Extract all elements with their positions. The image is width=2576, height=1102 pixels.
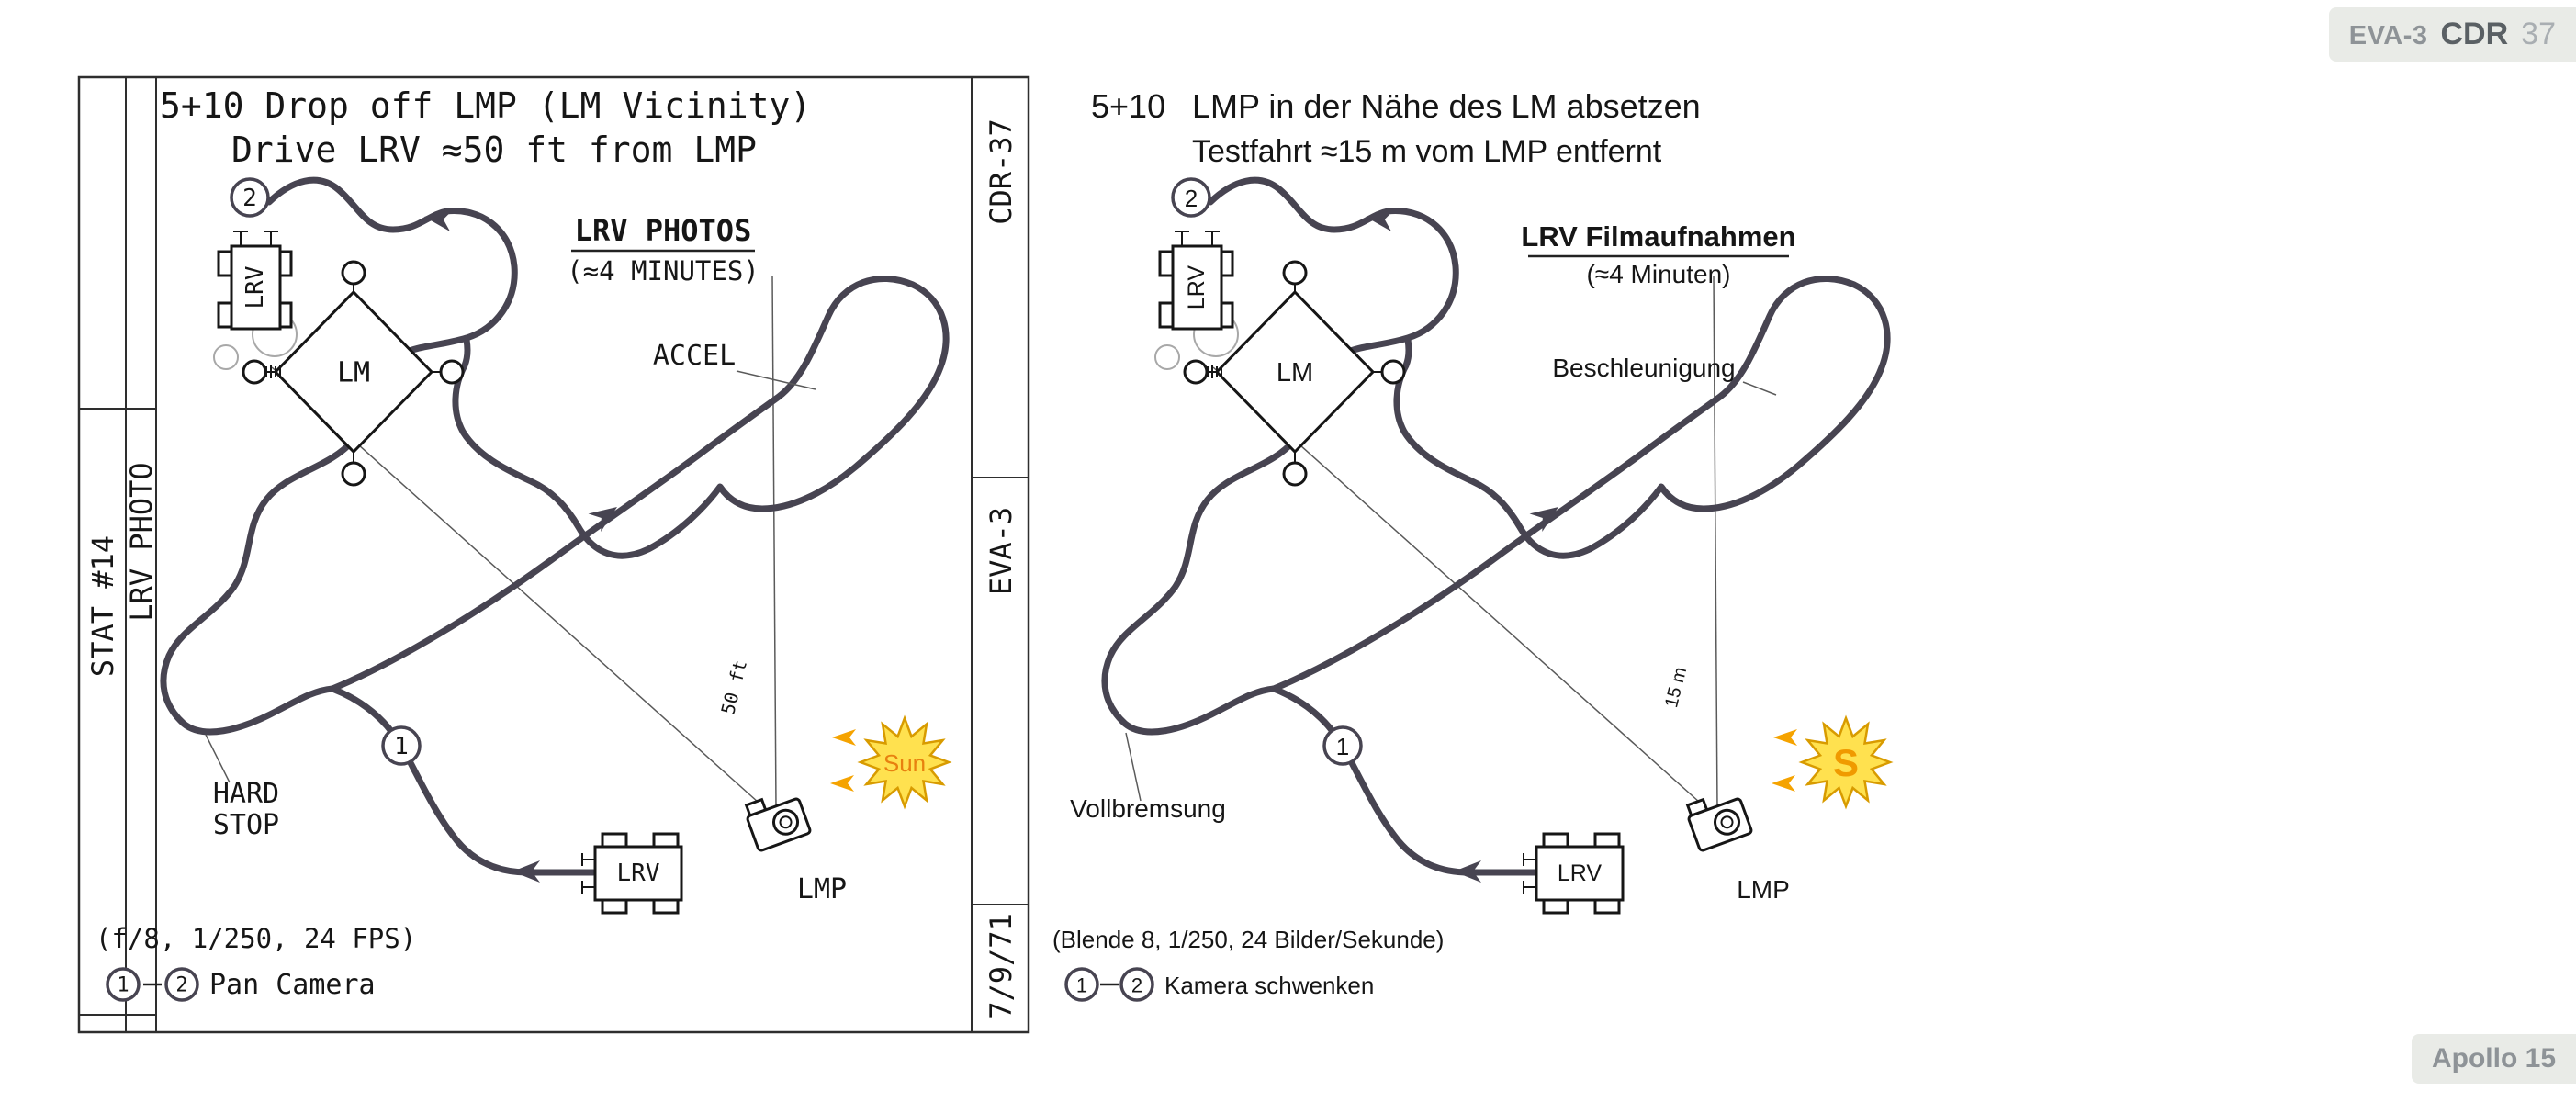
lm-label: LM bbox=[337, 357, 370, 389]
waypoint-2-number: 2 bbox=[1185, 185, 1198, 212]
date-label: 7/9/71 bbox=[984, 913, 1018, 1019]
title-line1: 5+10 Drop off LMP (LM Vicinity) bbox=[160, 85, 811, 126]
photo-task-label: LRV PHOTO bbox=[124, 462, 159, 621]
photos-caption: LRV PHOTOS bbox=[575, 213, 752, 248]
lrv-parked-label: LRV bbox=[1558, 860, 1603, 886]
lrv-label: LRV bbox=[1184, 265, 1209, 310]
sun-label: Sun bbox=[883, 749, 926, 777]
linework-english bbox=[163, 179, 949, 913]
pan-note: Kamera schwenken bbox=[1164, 972, 1374, 999]
photos-caption: LRV Filmaufnahmen bbox=[1521, 220, 1795, 253]
legend-waypoint-2: 2 bbox=[175, 974, 187, 997]
header-badge: EVA-3 CDR 37 bbox=[2328, 7, 2576, 62]
hard-stop-label: Vollbremsung bbox=[1070, 794, 1226, 823]
legend-waypoint-2-circle bbox=[164, 967, 199, 1002]
eva-label: EVA-3 bbox=[984, 507, 1018, 595]
legend-waypoint-2-circle bbox=[1119, 967, 1154, 1002]
role-badge: CDR bbox=[2440, 17, 2509, 51]
legend-waypoint-2: 2 bbox=[1131, 974, 1142, 997]
distance-label: 15 m bbox=[1661, 665, 1691, 709]
accel-pointer-line bbox=[1742, 381, 1777, 396]
german-labels: 5+10 LMP in der Nähe des LM absetzen Tes… bbox=[1052, 87, 1859, 1002]
eva-badge: EVA-3 bbox=[2348, 21, 2428, 51]
page-number: 37 bbox=[2521, 17, 2556, 51]
waypoint-1-number: 1 bbox=[1336, 733, 1349, 760]
camera-settings: (f/8, 1/250, 24 FPS) bbox=[96, 923, 416, 954]
sun-label: S bbox=[1833, 741, 1859, 784]
station-label: STAT #14 bbox=[85, 535, 120, 677]
lrv-label: LRV bbox=[242, 266, 269, 309]
camera-settings: (Blende 8, 1/250, 24 Bilder/Sekunde) bbox=[1052, 926, 1444, 953]
hard-stop-pointer-line bbox=[205, 734, 231, 783]
hard-stop-label: STOP bbox=[213, 809, 279, 841]
title-line2: Testfahrt ≈15 m vom LMP entfernt bbox=[1192, 134, 1662, 169]
title-line2: Drive LRV ≈50 ft from LMP bbox=[231, 129, 757, 170]
title-line1: LMP in der Nähe des LM absetzen bbox=[1192, 87, 1701, 125]
footer-badge: Apollo 15 bbox=[2411, 1034, 2576, 1084]
legend-waypoint-1-circle bbox=[106, 967, 141, 1002]
hard-stop-label: HARD bbox=[213, 778, 279, 810]
waypoint-2-number: 2 bbox=[242, 185, 257, 212]
photos-duration: (≈4 Minuten) bbox=[1587, 260, 1731, 288]
legend-waypoint-1-circle bbox=[1064, 967, 1099, 1002]
lrv-parked-label: LRV bbox=[617, 860, 660, 887]
legend-waypoint-1: 1 bbox=[117, 974, 129, 997]
english-labels: 5+10 Drop off LMP (LM Vicinity) Drive LR… bbox=[96, 85, 926, 1002]
lmp-label: LMP bbox=[1737, 875, 1790, 904]
title-prefix: 5+10 bbox=[1091, 87, 1165, 125]
english-frame: STAT #14 LRV PHOTO CDR-37 EVA-3 7/9/71 bbox=[77, 75, 1030, 1034]
pan-note: Pan Camera bbox=[209, 969, 376, 1001]
waypoint-1-number: 1 bbox=[394, 733, 409, 760]
lmp-label: LMP bbox=[797, 873, 847, 905]
hard-stop-pointer-line bbox=[1125, 732, 1142, 802]
photos-duration: (≈4 MINUTES) bbox=[567, 255, 759, 287]
cuff-page-label: CDR-37 bbox=[984, 118, 1018, 225]
distance-label: 50 ft bbox=[716, 658, 751, 716]
accel-label: Beschleunigung bbox=[1552, 354, 1735, 382]
legend-waypoint-1: 1 bbox=[1076, 974, 1087, 997]
lm-label: LM bbox=[1277, 358, 1313, 388]
accel-label: ACCEL bbox=[653, 340, 736, 372]
accel-pointer-line bbox=[736, 370, 816, 390]
mission-label: Apollo 15 bbox=[2431, 1043, 2556, 1074]
